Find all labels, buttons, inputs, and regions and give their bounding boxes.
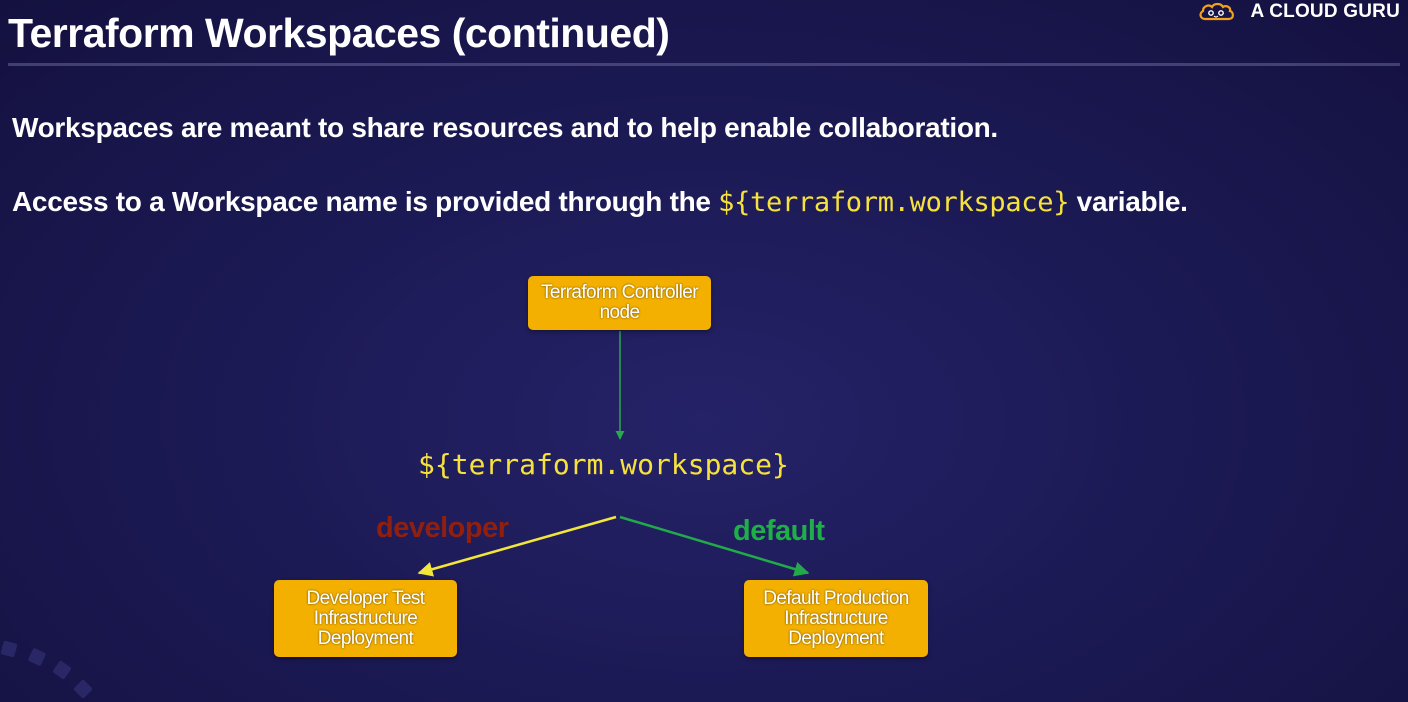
body-line-2: Access to a Workspace name is provided t…	[12, 186, 1188, 218]
slide-title: Terraform Workspaces (continued)	[8, 10, 670, 56]
default-edge-label: default	[733, 515, 825, 547]
body-line-2-prefix: Access to a Workspace name is provided t…	[12, 186, 719, 217]
developer-edge-label: developer	[376, 512, 509, 544]
cloud-logo-icon	[1198, 2, 1234, 21]
developer-test-node-label: Developer Test Infrastructure Deployment	[306, 587, 426, 649]
default-production-node: Default Production Infrastructure Deploy…	[744, 580, 928, 657]
brand: A CLOUD GURU	[1197, 0, 1400, 24]
title-divider	[8, 63, 1400, 66]
terraform-controller-node-label: Terraform Controller node	[541, 282, 699, 323]
terraform-controller-node: Terraform Controller node	[528, 276, 711, 330]
workspace-variable-node: ${terraform.workspace}	[418, 448, 789, 481]
body-line-2-code: ${terraform.workspace}	[718, 187, 1070, 218]
body-line-2-suffix: variable.	[1069, 186, 1188, 217]
decorative-dots	[0, 640, 93, 699]
body-line-1: Workspaces are meant to share resources …	[12, 112, 998, 143]
developer-test-node: Developer Test Infrastructure Deployment	[274, 580, 457, 657]
brand-name: A CLOUD GURU	[1250, 1, 1400, 22]
default-production-node-label: Default Production Infrastructure Deploy…	[763, 587, 909, 649]
